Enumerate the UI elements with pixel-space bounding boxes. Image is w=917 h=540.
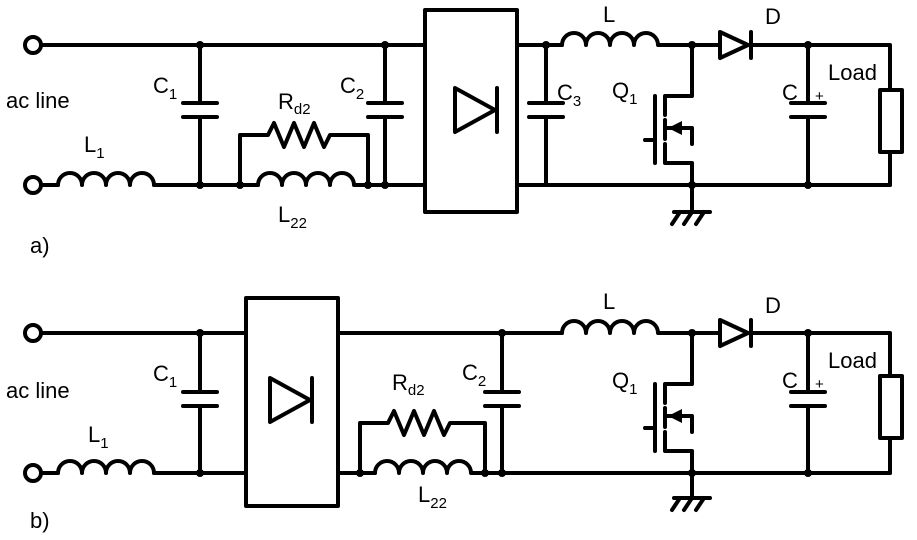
label-D-a: D bbox=[765, 4, 781, 29]
terminal-top-a bbox=[23, 35, 43, 55]
capacitor-C2-b bbox=[483, 331, 521, 475]
load-resistor-b bbox=[878, 374, 904, 440]
rectifier-box-a bbox=[423, 8, 519, 214]
inductor-L22-a bbox=[256, 171, 427, 187]
terminal-bottom-b bbox=[23, 463, 43, 483]
capacitor-C2-a bbox=[366, 43, 404, 187]
source-label-a: ac line bbox=[6, 88, 70, 113]
diode-D-b bbox=[718, 318, 892, 378]
resistor-Rd2-a bbox=[238, 121, 370, 187]
circuit-a: ac line L1 C1 Rd2 L22 C2 C3 L Q1 D C + L… bbox=[6, 2, 904, 258]
capacitor-C1-b bbox=[181, 331, 219, 475]
label-Rd2-a: Rd2 bbox=[278, 89, 311, 118]
label-Rd2-b: Rd2 bbox=[392, 370, 425, 399]
label-Q1-a: Q1 bbox=[612, 78, 637, 108]
inductor-L1-a bbox=[56, 171, 156, 187]
ground-icon-b bbox=[670, 471, 712, 512]
inductor-L22-b bbox=[373, 459, 892, 475]
label-L-a: L bbox=[603, 2, 615, 27]
mosfet-arrow-b bbox=[668, 409, 682, 423]
rectifier-diode-icon-b bbox=[268, 376, 314, 424]
label-C3-a: C3 bbox=[557, 80, 581, 110]
source-label-b: ac line bbox=[6, 378, 70, 403]
label-load-b: Load bbox=[828, 348, 877, 373]
label-L-b: L bbox=[603, 289, 615, 314]
label-load-a: Load bbox=[828, 60, 877, 85]
label-L1-a: L1 bbox=[84, 132, 105, 162]
rectifier-box-b bbox=[244, 296, 340, 508]
inductor-L1-b bbox=[56, 459, 156, 475]
tag-b: b) bbox=[30, 508, 50, 533]
inductor-L-a bbox=[560, 31, 722, 47]
label-C1-b: C1 bbox=[153, 361, 177, 391]
mosfet-Q1-b bbox=[643, 331, 694, 475]
capacitor-C1-a bbox=[181, 43, 219, 187]
terminal-top-b bbox=[23, 323, 43, 343]
label-L1-b: L1 bbox=[88, 422, 109, 452]
label-C-a: C bbox=[782, 80, 798, 105]
plus-sign-b: + bbox=[815, 376, 824, 393]
inductor-L-b bbox=[560, 319, 722, 335]
circuit-b: ac line L1 C1 Rd2 L22 C2 L Q1 D C + Load… bbox=[6, 289, 904, 533]
capacitor-C-out-b bbox=[789, 331, 827, 475]
capacitor-C-out-a bbox=[789, 43, 827, 187]
plus-sign-a: + bbox=[815, 88, 824, 105]
load-resistor-a bbox=[878, 88, 904, 154]
label-Q1-b: Q1 bbox=[612, 368, 637, 398]
mosfet-Q1-a bbox=[643, 43, 694, 187]
ground-icon-a bbox=[670, 183, 712, 226]
label-C-b: C bbox=[782, 368, 798, 393]
label-C2-a: C2 bbox=[340, 73, 364, 103]
capacitor-C3-a bbox=[527, 43, 565, 187]
label-D-b: D bbox=[765, 293, 781, 318]
label-L22-a: L22 bbox=[278, 202, 307, 232]
mosfet-arrow-a bbox=[668, 121, 682, 135]
label-C1-a: C1 bbox=[153, 73, 177, 103]
tag-a: a) bbox=[30, 233, 50, 258]
terminal-bottom-a bbox=[23, 175, 43, 195]
resistor-Rd2-b bbox=[358, 409, 487, 475]
label-C2-b: C2 bbox=[462, 360, 486, 390]
label-L22-b: L22 bbox=[418, 482, 447, 512]
rectifier-diode-icon-a bbox=[453, 86, 499, 134]
diode-D-a bbox=[718, 30, 892, 92]
